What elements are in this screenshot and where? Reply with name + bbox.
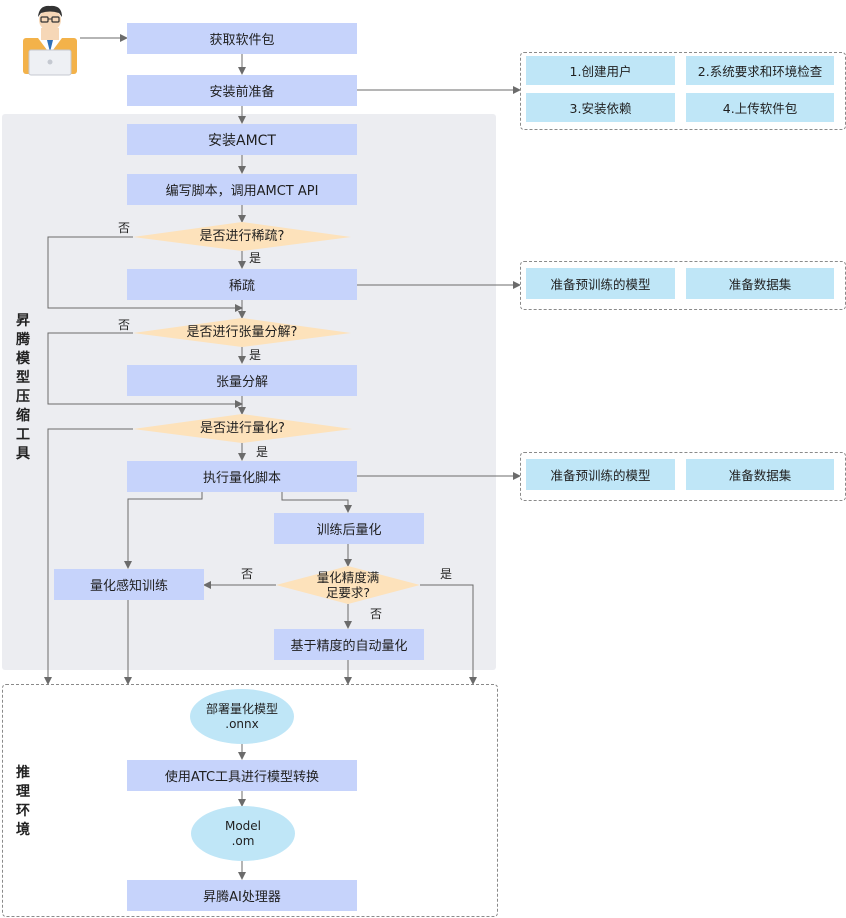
inference-env-title-char: 境 xyxy=(16,822,30,838)
inference-env-title-char: 推 xyxy=(16,765,30,781)
tensor-decomp-step: 张量分解 xyxy=(127,365,357,396)
quant-decision: 是否进行量化? xyxy=(200,421,285,436)
atc-convert-step: 使用ATC工具进行模型转换 xyxy=(127,760,357,791)
accuracy-decision: 量化精度满 足要求? xyxy=(276,566,420,604)
accuracy-no-left-label: 否 xyxy=(241,567,254,581)
inference-env-title: 推理环境 xyxy=(12,764,34,840)
accuracy-decision-line2: 足要求? xyxy=(325,585,371,600)
install-amct-step: 安装AMCT xyxy=(127,124,357,155)
run-quant-script-step: 执行量化脚本 xyxy=(127,461,357,492)
quant-pretrained-model: 准备预训练的模型 xyxy=(526,459,675,490)
sparsify-decision-shape xyxy=(133,222,351,251)
om-model-oval: Model .om xyxy=(191,806,295,861)
sys-check-task: 2.系统要求和环境检查 xyxy=(686,56,834,85)
om-model-line2: .om xyxy=(231,833,255,848)
write-script-step: 编写脚本，调用AMCT API xyxy=(127,174,357,205)
sparsify-step: 稀疏 xyxy=(127,269,357,300)
om-model-line1: Model xyxy=(224,818,262,833)
qat-step: 量化感知训练 xyxy=(54,569,204,600)
sparsify-no-label: 否 xyxy=(118,221,131,235)
deploy-model-line1: 部署量化模型 xyxy=(205,701,278,716)
decomp-yes-label: 是 xyxy=(249,348,262,362)
accuracy-no-down-label: 否 xyxy=(370,607,383,621)
post-training-quant-step: 训练后量化 xyxy=(274,513,424,544)
compression-tool-title: 昇腾模型压缩工具 xyxy=(12,312,34,464)
user-at-laptop-icon xyxy=(23,5,77,76)
quant-decision-shape xyxy=(133,414,352,443)
deploy-model-line2: .onnx xyxy=(225,716,259,731)
accuracy-decision-shape xyxy=(276,566,420,604)
inference-env-title-char: 环 xyxy=(16,803,30,819)
sparse-pretrained-model: 准备预训练的模型 xyxy=(526,268,675,299)
install-deps-task: 3.安装依赖 xyxy=(526,93,675,122)
pre-install-step: 安装前准备 xyxy=(127,75,357,106)
decomp-decision: 是否进行张量分解? xyxy=(186,325,298,340)
quant-dataset: 准备数据集 xyxy=(686,459,834,490)
sparsify-yes-label: 是 xyxy=(249,251,262,265)
get-package-step: 获取软件包 xyxy=(127,23,357,54)
accuracy-yes-label: 是 xyxy=(440,567,453,581)
quant-yes-label: 是 xyxy=(256,445,269,459)
upload-package-task: 4.上传软件包 xyxy=(686,93,834,122)
decomp-no-label: 否 xyxy=(118,318,131,332)
compression-tool-title-char: 模 xyxy=(16,351,30,367)
compression-tool-title-char: 昇 xyxy=(16,313,30,329)
compression-tool-title-char: 腾 xyxy=(16,332,30,348)
compression-tool-title-char: 具 xyxy=(16,446,30,462)
compression-tool-title-char: 工 xyxy=(16,427,30,443)
sparse-dataset: 准备数据集 xyxy=(686,268,834,299)
inference-env-title-char: 理 xyxy=(16,784,30,800)
compression-tool-title-char: 缩 xyxy=(16,408,30,424)
inference-env-region xyxy=(2,684,498,917)
ascend-processor-step: 昇腾AI处理器 xyxy=(127,880,357,911)
sparsify-decision: 是否进行稀疏? xyxy=(199,229,285,244)
compression-tool-title-char: 型 xyxy=(16,370,30,386)
compression-tool-title-char: 压 xyxy=(16,389,30,405)
create-user-task: 1.创建用户 xyxy=(526,56,675,85)
auto-quant-step: 基于精度的自动量化 xyxy=(274,629,424,660)
deploy-model-oval: 部署量化模型 .onnx xyxy=(190,689,294,744)
accuracy-decision-line1: 量化精度满 xyxy=(316,570,380,585)
decomp-decision-shape xyxy=(133,318,351,347)
